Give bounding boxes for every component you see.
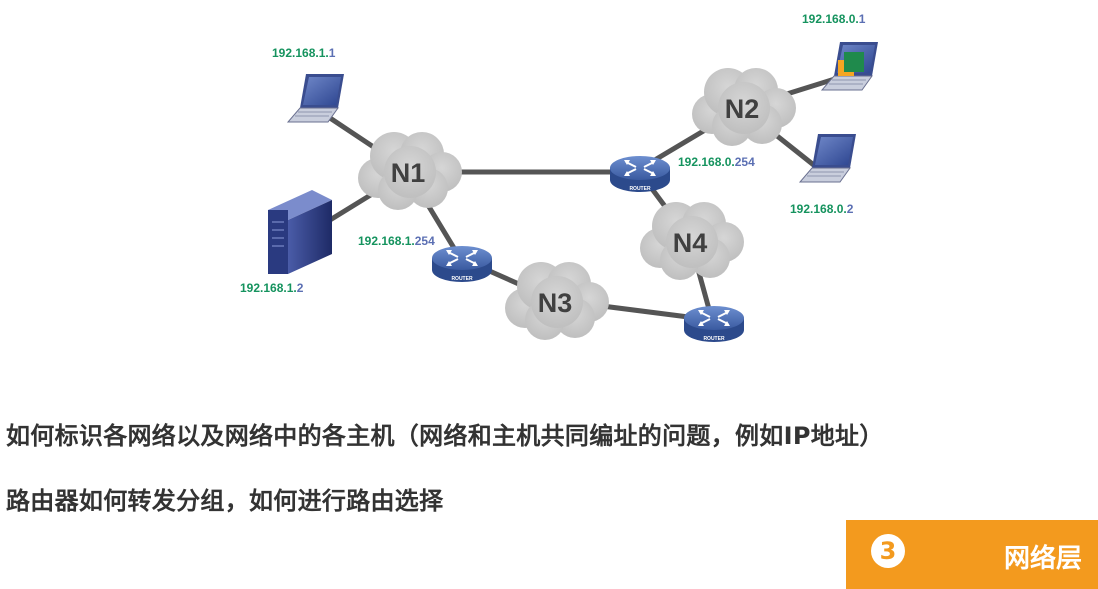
cloud-n2-label: N2 [725,94,760,124]
ip-host-192-168-0-2: 192.168.0.2 [790,202,854,216]
ip-suffix: 1 [859,12,866,26]
ip-suffix: 2 [847,202,854,216]
server-icon [268,190,332,274]
layer-title: 网络层 [1003,544,1082,574]
laptop-icon [287,73,345,123]
router-icon: ROUTER [609,155,671,193]
cloud-n1-label: N1 [391,158,426,188]
ip-suffix: 254 [415,234,435,248]
question-line-routing: 路由器如何转发分组，如何进行路由选择 [6,487,444,515]
cloud-n4-label: N4 [673,228,708,258]
cursor-highlight-icon [838,52,864,76]
ip-prefix: 192.168.0. [678,155,735,169]
router-caption: ROUTER [629,186,651,192]
ip-host-192-168-1-2: 192.168.1.2 [240,281,304,295]
ip-router-192-168-0-254: 192.168.0.254 [678,155,755,169]
ip-prefix: 192.168.1. [358,234,415,248]
network-diagram: N1 N2 N3 N4 ROUTER ROUTER ROUTER [240,12,879,343]
ip-suffix: 2 [297,281,304,295]
ip-suffix: 254 [735,155,755,169]
ip-prefix: 192.168.1. [240,281,297,295]
question-line-addressing: 如何标识各网络以及网络中的各主机（网络和主机共同编址的问题，例如IP地址） [6,422,884,450]
ip-router-192-168-1-254: 192.168.1.254 [358,234,435,248]
ip-host-192-168-0-1: 192.168.0.1 [802,12,866,26]
router-caption: ROUTER [703,336,725,342]
router-caption: ROUTER [451,276,473,282]
router-icon: ROUTER [683,305,745,343]
layer-banner: 3 网络层 [846,520,1098,589]
layer-number-badge: 3 [871,534,905,568]
ip-suffix: 1 [329,46,336,60]
ip-host-192-168-1-1: 192.168.1.1 [272,46,336,60]
ip-prefix: 192.168.0. [790,202,847,216]
ip-prefix: 192.168.0. [802,12,859,26]
cloud-n3-label: N3 [538,288,573,318]
router-icon: ROUTER [431,245,493,283]
ip-prefix: 192.168.1. [272,46,329,60]
